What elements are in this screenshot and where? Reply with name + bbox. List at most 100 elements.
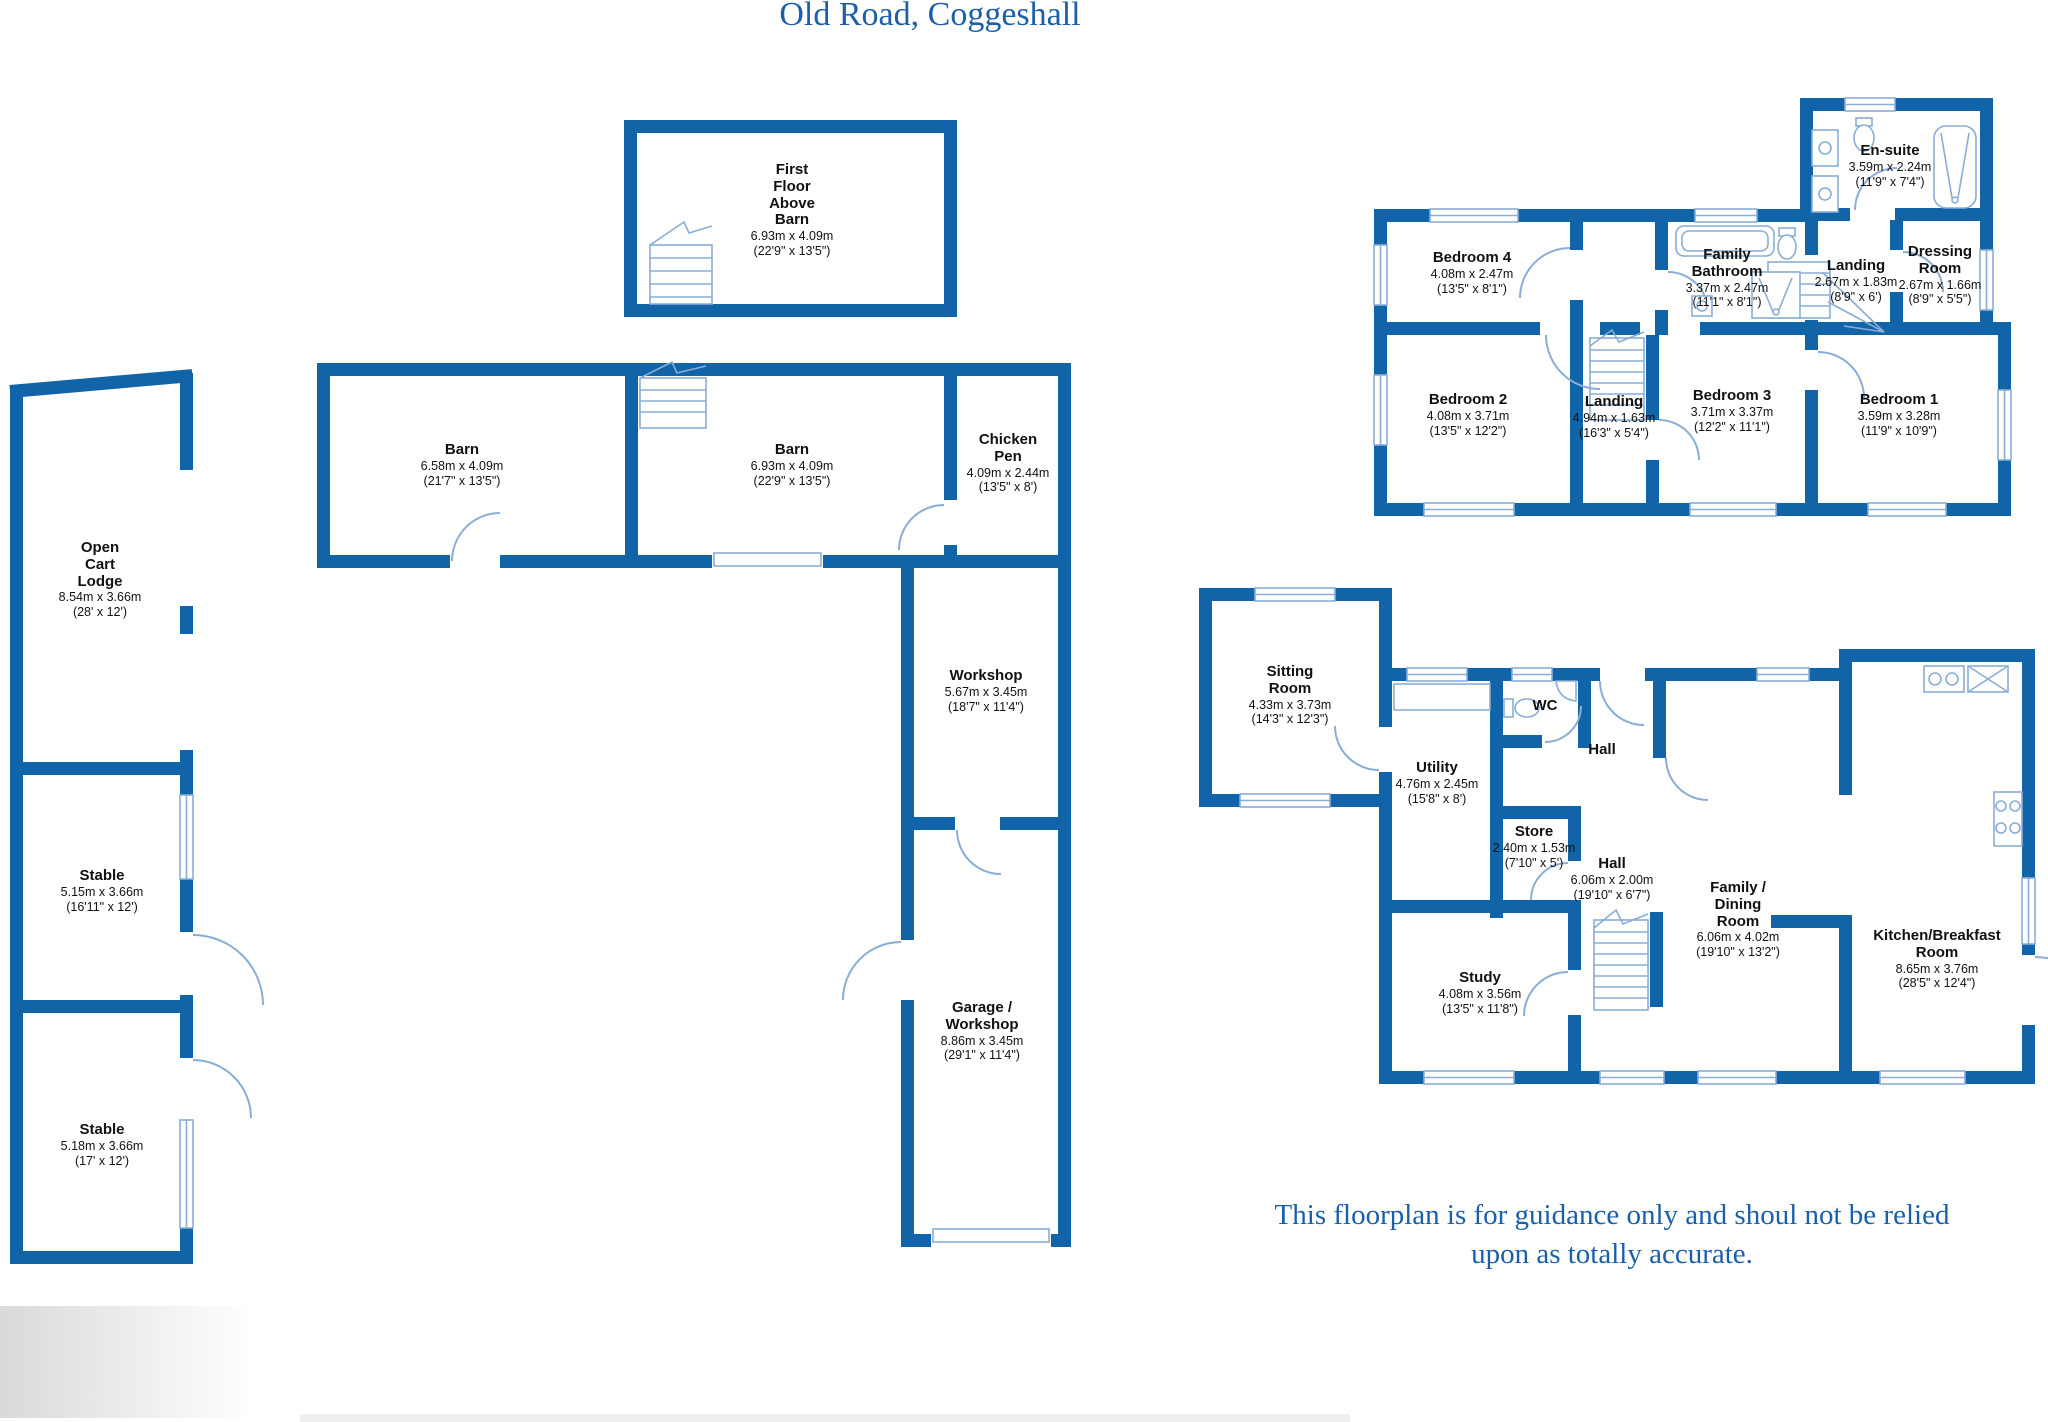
wall-segment	[901, 1000, 914, 1247]
wall-segment	[317, 363, 330, 568]
wall-segment	[624, 120, 637, 317]
wall-segment	[1568, 806, 1581, 861]
wall-segment	[1570, 300, 1583, 335]
room-label-kitchen-breakfast-room: Kitchen/Breakfast Room 8.65m x 3.76m (28…	[1873, 927, 2001, 991]
wall-segment	[944, 545, 957, 568]
wall-segment	[1655, 310, 1668, 335]
room-label-hall-upper: Hall	[1588, 741, 1616, 758]
disclaimer-line-2: upon as totally accurate.	[1471, 1238, 1753, 1271]
room-label-utility: Utility 4.76m x 2.45m (15'8" x 8')	[1395, 759, 1479, 806]
wall-segment	[1058, 363, 1071, 568]
kitchen-range	[1993, 791, 2023, 847]
wall-segment	[901, 568, 914, 940]
wall-segment	[1646, 460, 1659, 516]
wall-segment	[180, 606, 193, 634]
wall-segment	[1839, 928, 1852, 1084]
wall-segment	[1650, 912, 1663, 1007]
wall-segment	[180, 373, 193, 470]
room-label-barn-2: Barn 6.93m x 4.09m (22'9" x 13'5")	[750, 441, 834, 488]
wall-segment	[10, 392, 23, 1264]
fixtures	[1393, 117, 2023, 847]
wall-segment	[901, 1234, 931, 1247]
disclaimer-line-1: This floorplan is for guidance only and …	[1274, 1199, 1950, 1231]
wall-segment	[1771, 915, 1852, 928]
wall-segment	[1839, 649, 1852, 795]
room-label-first-floor-above-barn: First Floor Above Barn 6.93m x 4.09m (22…	[750, 161, 834, 258]
room-label-landing-top: Landing 2.67m x 1.83m (8'9" x 6')	[1814, 257, 1898, 304]
wall-segment	[944, 363, 957, 500]
room-label-wc: WC	[1532, 697, 1558, 714]
wall-segment	[1570, 209, 1583, 250]
wall-segment	[1568, 900, 1581, 970]
room-label-hall: Hall 6.06m x 2.00m (19'10" x 6'7")	[1570, 855, 1654, 902]
room-label-landing-first-floor: Landing 4.94m x 1.63m (16'3" x 5'4")	[1572, 393, 1656, 440]
room-label-dressing-room: Dressing Room 2.67m x 1.66m (8'9" x 5'5"…	[1898, 243, 1982, 307]
room-label-workshop: Workshop 5.67m x 3.45m (18'7" x 11'4")	[944, 667, 1028, 714]
room-label-family-dining-room: Family / Dining Room 6.06m x 4.02m (19'1…	[1696, 879, 1780, 960]
wall-segment	[1800, 98, 1813, 209]
room-label-ensuite: En-suite 3.59m x 2.24m (11'9" x 7'4")	[1848, 142, 1932, 189]
wall-segment	[180, 878, 193, 932]
wall-segment	[1379, 772, 1392, 1084]
room-label-bedroom-4: Bedroom 4 4.08m x 2.47m (13'5" x 8'1")	[1430, 249, 1514, 296]
room-label-stable-2: Stable 5.18m x 3.66m (17' x 12')	[60, 1121, 144, 1168]
wall-segment	[901, 817, 955, 830]
wall-segment	[180, 995, 193, 1058]
wc-toilet-tank	[1503, 698, 1514, 718]
wall-segment	[2022, 1025, 2035, 1084]
utility-counter	[1393, 683, 1491, 711]
wall-segment	[944, 120, 957, 317]
wall-segment	[180, 1228, 193, 1264]
bathroom-toilet-bowl	[1777, 234, 1797, 260]
wall-segment	[1890, 292, 1903, 335]
wall-segment	[1379, 588, 1392, 727]
wall-segment	[1839, 649, 2035, 662]
room-label-store: Store 2.40m x 1.53m (7'10" x 5')	[1492, 823, 1576, 870]
wall-segment	[625, 363, 638, 568]
windows	[179, 97, 2036, 1243]
wall-segment	[1490, 806, 1580, 819]
wall-segment	[624, 304, 957, 317]
watermark-strip	[300, 1414, 1350, 1422]
room-label-stable-1: Stable 5.15m x 3.66m (16'11" x 12')	[60, 867, 144, 914]
wall-segment	[1805, 390, 1818, 516]
wall-segment	[1051, 1234, 1071, 1247]
room-label-study: Study 4.08m x 3.56m (13'5" x 11'8")	[1438, 969, 1522, 1016]
wall-segment	[1392, 900, 1580, 913]
wall-segment	[1895, 208, 1993, 221]
ensuite-bath	[1933, 125, 1977, 209]
room-label-barn-1: Barn 6.58m x 4.09m (21'7" x 13'5")	[420, 441, 504, 488]
room-label-sitting-room: Sitting Room 4.33m x 3.73m (14'3" x 12'3…	[1248, 663, 1332, 727]
wall-segment	[1578, 668, 1591, 748]
ensuite-toilet-bowl	[1853, 124, 1875, 152]
room-label-garage-workshop: Garage / Workshop 8.86m x 3.45m (29'1" x…	[940, 999, 1024, 1063]
wall-segment	[1655, 209, 1668, 270]
wc-corner-sink	[1555, 680, 1577, 702]
wall-segment	[1000, 817, 1071, 830]
page-title: Old Road, Coggeshall	[779, 0, 1081, 33]
wall-segment	[1490, 668, 1503, 918]
wc-toilet-bowl	[1514, 698, 1540, 718]
wall-segment	[1646, 335, 1659, 420]
room-label-bedroom-3: Bedroom 3 3.71m x 3.37m (12'2" x 11'1")	[1690, 387, 1774, 434]
wall-segment	[1568, 1015, 1581, 1084]
wall-segment	[1998, 460, 2011, 516]
wall-segment	[1058, 568, 1071, 1247]
wall-segment	[1653, 668, 1666, 758]
wall-segment	[10, 762, 180, 775]
wall-segment	[1199, 588, 1212, 807]
room-label-chicken-pen: Chicken Pen 4.09m x 2.44m (13'5" x 8')	[966, 431, 1050, 495]
wall-segment	[10, 1000, 180, 1013]
wall-segment	[1980, 310, 1993, 335]
wall-segment	[10, 1251, 193, 1264]
wall-segment	[1890, 220, 1903, 250]
disclaimer-text: This floorplan is for guidance only and …	[1275, 1196, 1950, 1274]
wall-segment	[624, 120, 957, 133]
wall-segment	[1374, 322, 1540, 335]
watermark-gradient	[0, 1306, 300, 1418]
room-label-family-bathroom: Family Bathroom 3.37m x 2.47m (11'1" x 8…	[1685, 246, 1769, 310]
room-label-bedroom-2: Bedroom 2 4.08m x 3.71m (13'5" x 12'2")	[1426, 391, 1510, 438]
wall-segment	[1570, 335, 1583, 516]
wall-segment	[317, 555, 450, 568]
